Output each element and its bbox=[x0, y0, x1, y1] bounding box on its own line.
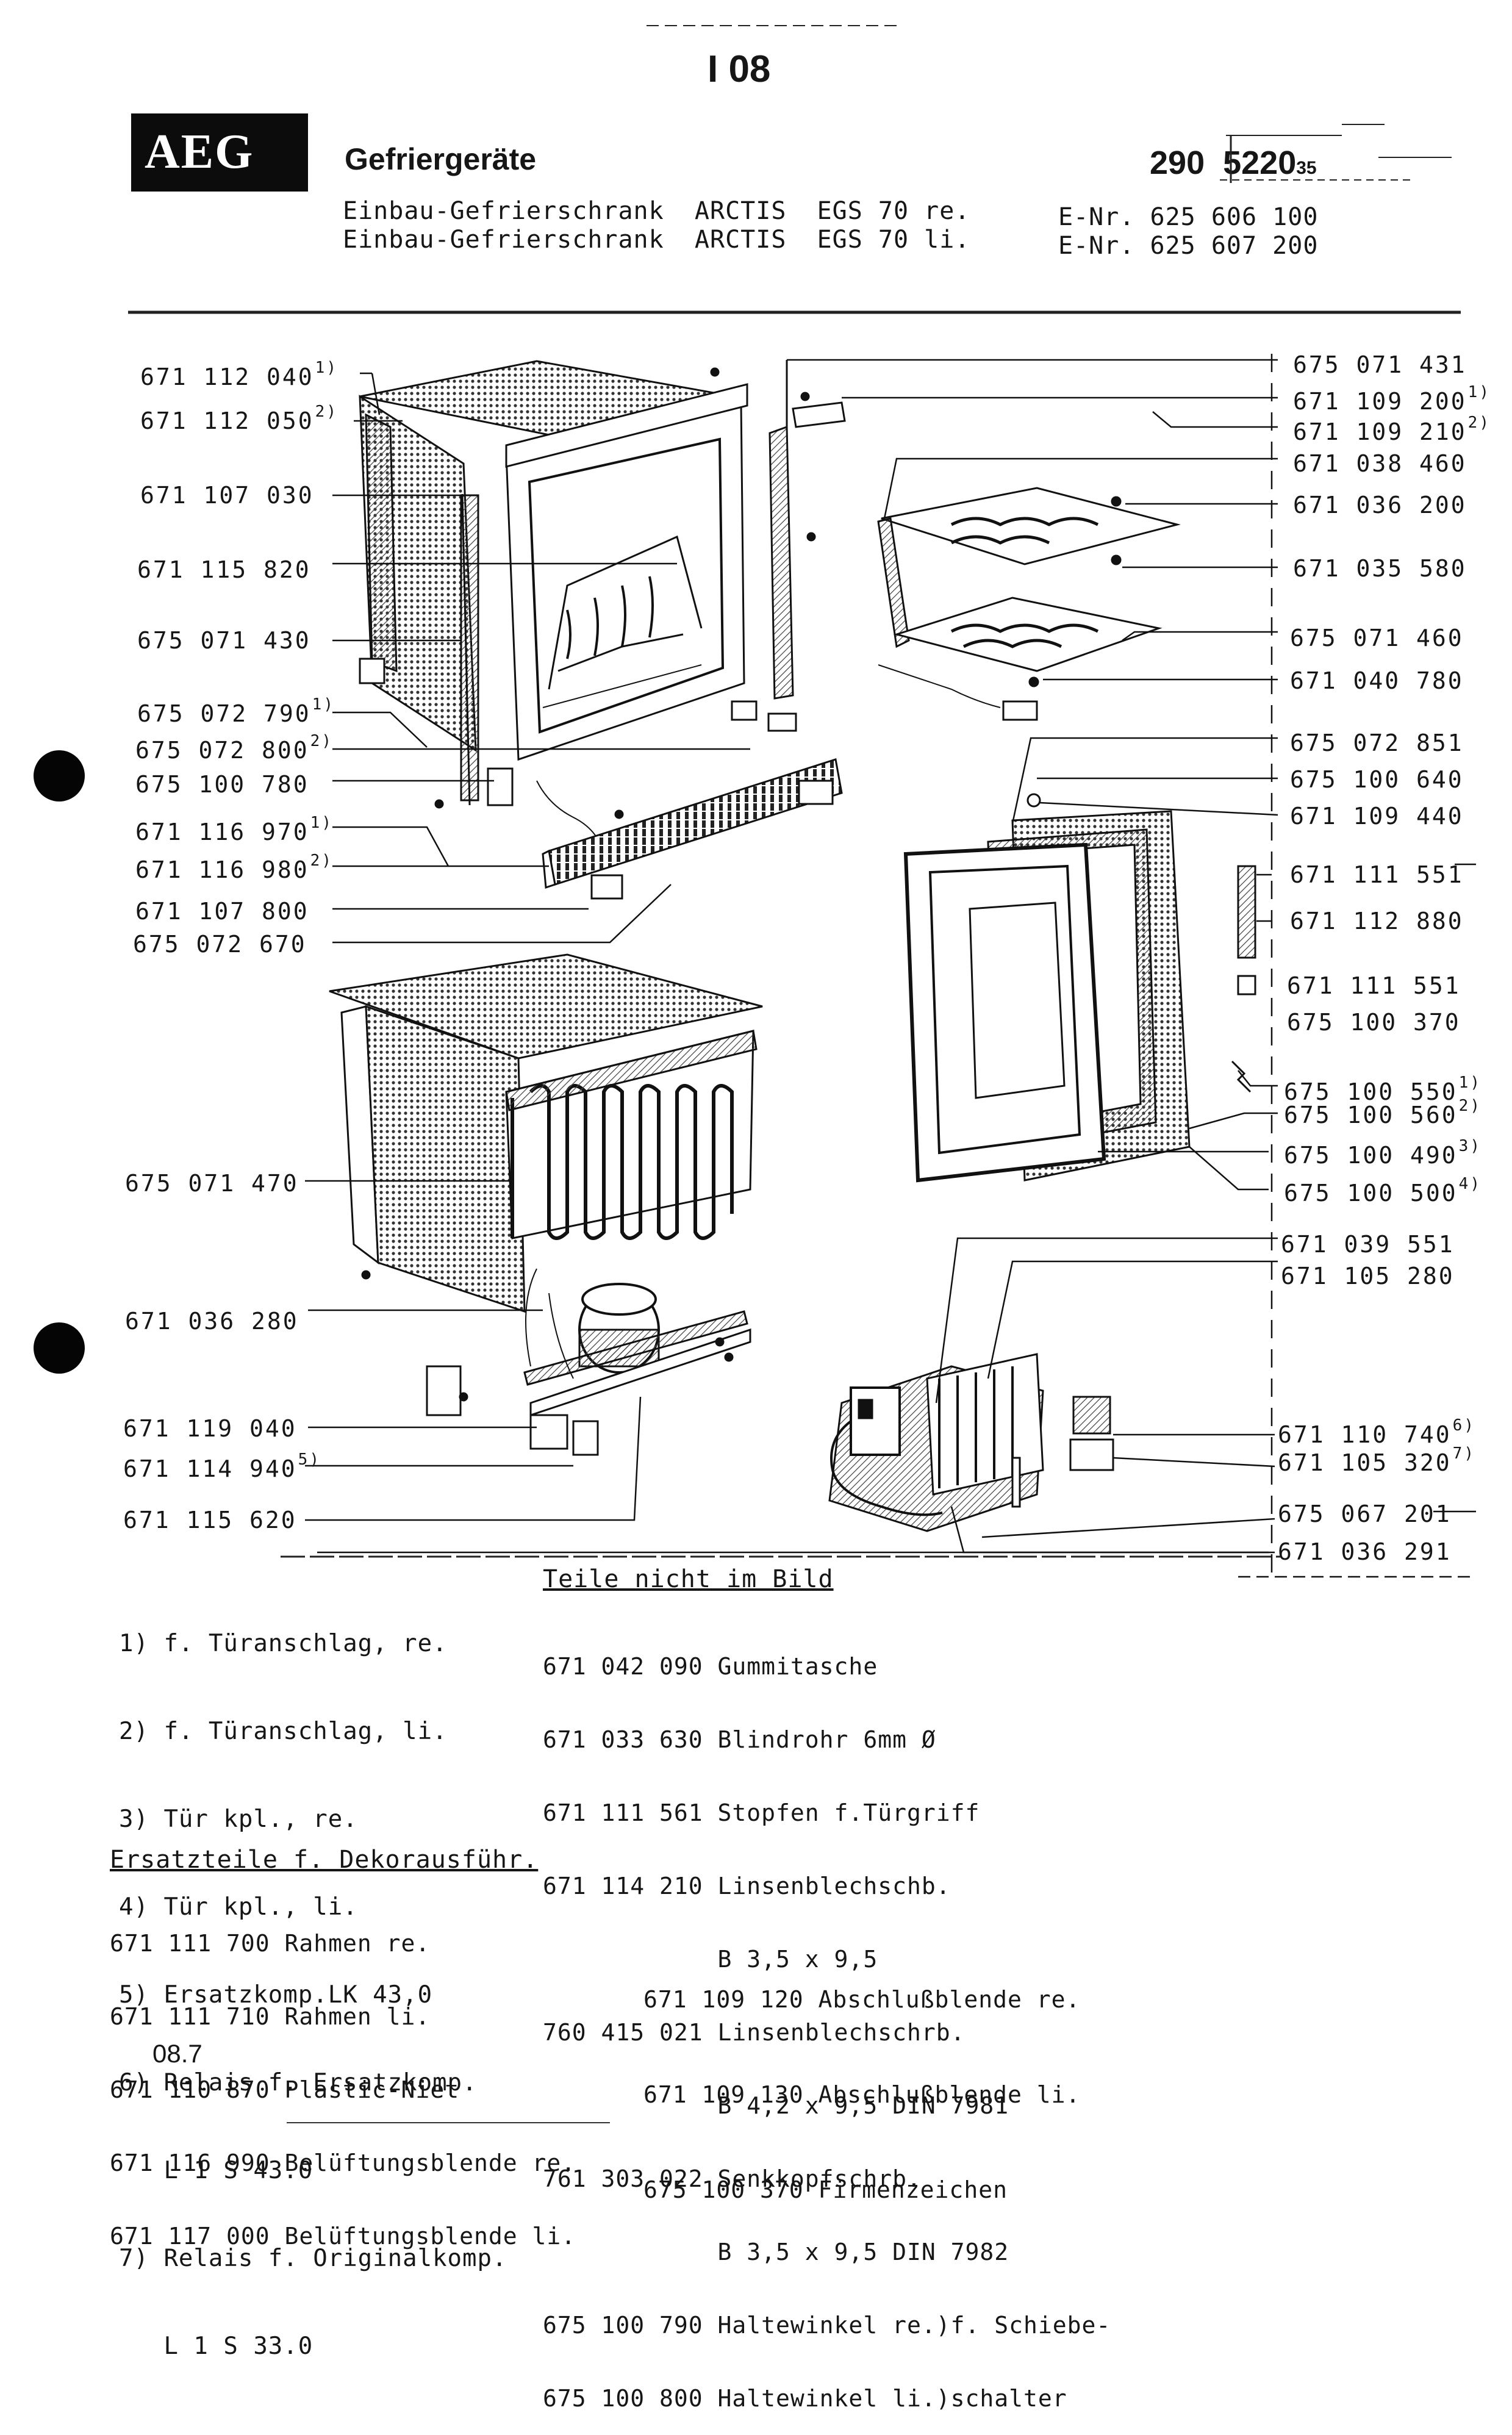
upper-cabinet bbox=[359, 360, 846, 855]
extra-parts-list: 671 109 120 Abschlußblende re. 671 109 1… bbox=[643, 1920, 1080, 2237]
part-label-right: 671 111 551 bbox=[1290, 861, 1464, 888]
part-label-left: 671 119 040 bbox=[123, 1415, 297, 1442]
part-label-left: 671 114 9405) bbox=[123, 1451, 321, 1482]
footnote: L 1 S 33.0 bbox=[119, 2333, 314, 2360]
part-label-right: 675 071 431 bbox=[1293, 351, 1467, 378]
list-item: 675 100 800 Haltewinkel li.)schalter bbox=[543, 2385, 1067, 2412]
enr-2: E-Nr. 625 607 200 bbox=[1058, 232, 1319, 260]
part-label-right: 671 109 440 bbox=[1290, 803, 1464, 830]
part-label-right: 675 067 201 bbox=[1278, 1501, 1452, 1527]
date-code: 08.7 bbox=[152, 2039, 202, 2068]
part-label-right: 675 071 460 bbox=[1290, 625, 1464, 651]
part-label-right: 675 100 4903) bbox=[1284, 1137, 1482, 1169]
part-label-right: 671 111 551 bbox=[1287, 972, 1461, 999]
header-rules bbox=[128, 25, 1461, 314]
list-item: 671 111 561 Stopfen f.Türgriff bbox=[543, 1799, 980, 1826]
list-item: 671 117 000 Belüftungsblende li. bbox=[110, 2223, 576, 2250]
list-item: 671 111 710 Rahmen li. bbox=[110, 2003, 431, 2030]
list-item: 671 109 130 Abschlußblende li. bbox=[643, 2081, 1081, 2108]
list-item: 671 042 090 Gummitasche bbox=[543, 1653, 878, 1680]
list-item: 671 110 870 Plastic-Niet bbox=[110, 2076, 460, 2103]
ventilation-grille bbox=[542, 758, 843, 900]
part-label-left: 671 036 280 bbox=[125, 1308, 299, 1335]
part-label-right: 671 039 551 bbox=[1281, 1231, 1455, 1258]
part-label-left: 675 100 780 bbox=[135, 771, 309, 798]
list-item: 671 111 700 Rahmen re. bbox=[110, 1930, 431, 1957]
part-label-left: 671 115 620 bbox=[123, 1507, 297, 1533]
footnote: 4) Tür kpl., li. bbox=[119, 1893, 358, 1921]
part-label-right: 671 036 291 bbox=[1278, 1538, 1452, 1565]
part-label-left: 675 072 670 bbox=[133, 931, 307, 958]
evaporator-unit bbox=[877, 487, 1181, 721]
footnote: 5) Ersatzkomp.LK 43,0 bbox=[119, 1981, 433, 2009]
list-item: B 3,5 x 9,5 bbox=[543, 1946, 878, 1973]
lower-cabinet bbox=[329, 953, 763, 1456]
footnote: 1) f. Türanschlag, re. bbox=[119, 1630, 448, 1657]
category-title: Gefriergeräte bbox=[345, 142, 537, 176]
list-item: B 3,5 x 9,5 DIN 7982 bbox=[543, 2239, 1009, 2265]
part-label-left: 675 071 430 bbox=[137, 627, 311, 654]
list-item: 671 109 120 Abschlußblende re. bbox=[643, 1986, 1081, 2013]
part-label-left: 671 107 030 bbox=[140, 482, 314, 509]
part-label-right: 675 100 5602) bbox=[1284, 1097, 1482, 1128]
door-assembly bbox=[903, 793, 1256, 1183]
enr-1: E-Nr. 625 606 100 bbox=[1058, 203, 1319, 231]
model-row-1: Einbau-Gefrierschrank ARCTIS EGS 70 re. bbox=[343, 197, 970, 225]
part-label-left: 671 112 0401) bbox=[140, 359, 338, 390]
model-row-2: Einbau-Gefrierschrank ARCTIS EGS 70 li. bbox=[343, 226, 970, 254]
part-label-right: 671 035 580 bbox=[1293, 555, 1467, 582]
footnote: 2) f. Türanschlag, li. bbox=[119, 1718, 448, 1745]
list-item: B 4,2 x 9,5 DIN 7981 bbox=[543, 2092, 1009, 2119]
part-label-right: 671 040 780 bbox=[1290, 667, 1464, 694]
list-item: 675 100 370 Firmenzeichen bbox=[643, 2176, 1008, 2203]
reference-main: 290 5220 bbox=[1150, 145, 1297, 181]
footnote: 6) Relais f. Ersatzkomp. bbox=[119, 2069, 478, 2096]
reference-number: 290 522035 bbox=[1150, 144, 1317, 182]
part-label-right: 671 109 2001) bbox=[1293, 383, 1491, 415]
part-label-right: 675 100 640 bbox=[1290, 766, 1464, 793]
part-label-right: 671 105 3207) bbox=[1278, 1444, 1475, 1476]
part-label-right: 671 038 460 bbox=[1293, 450, 1467, 477]
list-item: 675 100 790 Haltewinkel re.)f. Schiebe- bbox=[543, 2312, 1111, 2339]
footnote: 3) Tür kpl., re. bbox=[119, 1806, 358, 1833]
part-label-left: 671 116 9701) bbox=[135, 814, 333, 845]
leader-lines bbox=[305, 354, 1476, 1578]
part-label-right: 675 100 5501) bbox=[1284, 1074, 1482, 1105]
part-label-left: 671 116 9802) bbox=[135, 852, 333, 883]
part-label-left: 675 072 7901) bbox=[137, 695, 335, 727]
aeg-logo: AEG bbox=[131, 113, 308, 192]
part-label-right: 675 072 851 bbox=[1290, 730, 1464, 756]
list-item: 760 415 021 Linsenblechschrb. bbox=[543, 2019, 966, 2046]
part-label-left: 671 112 0502) bbox=[140, 403, 338, 434]
decor-parts-heading: Ersatzteile f. Dekorausführ. bbox=[110, 1846, 539, 1874]
page-code: I 08 bbox=[708, 48, 771, 90]
part-label-right: 671 105 280 bbox=[1281, 1263, 1455, 1289]
part-label-left: 675 071 470 bbox=[125, 1170, 299, 1197]
not-pictured-heading: Teile nicht im Bild bbox=[543, 1565, 834, 1593]
list-item: 671 114 210 Linsenblechschb. bbox=[543, 1873, 951, 1899]
part-label-right: 671 109 2102) bbox=[1293, 414, 1491, 445]
part-label-right: 675 100 370 bbox=[1287, 1009, 1461, 1036]
part-label-left: 671 107 800 bbox=[135, 898, 309, 925]
part-label-right: 671 110 7406) bbox=[1278, 1416, 1475, 1448]
decor-parts-list: 671 111 700 Rahmen re. 671 111 710 Rahme… bbox=[110, 1882, 576, 2273]
binder-hole-lower bbox=[34, 1322, 85, 1374]
binder-hole-upper bbox=[34, 750, 85, 802]
exploded-view-drawing bbox=[128, 25, 1476, 2123]
part-label-right: 671 112 880 bbox=[1290, 908, 1464, 934]
part-label-left: 675 072 8002) bbox=[135, 732, 333, 764]
part-label-left: 671 115 820 bbox=[137, 556, 311, 583]
part-label-right: 671 036 200 bbox=[1293, 492, 1467, 518]
list-item: 671 033 630 Blindrohr 6mm Ø bbox=[543, 1726, 936, 1753]
logo-text: AEG bbox=[145, 125, 254, 179]
reference-suffix: 35 bbox=[1296, 158, 1317, 178]
relay-parts bbox=[828, 1353, 1114, 1532]
part-label-right: 675 100 5004) bbox=[1284, 1175, 1482, 1207]
list-item: 671 116 990 Belüftungsblende re. bbox=[110, 2150, 576, 2176]
